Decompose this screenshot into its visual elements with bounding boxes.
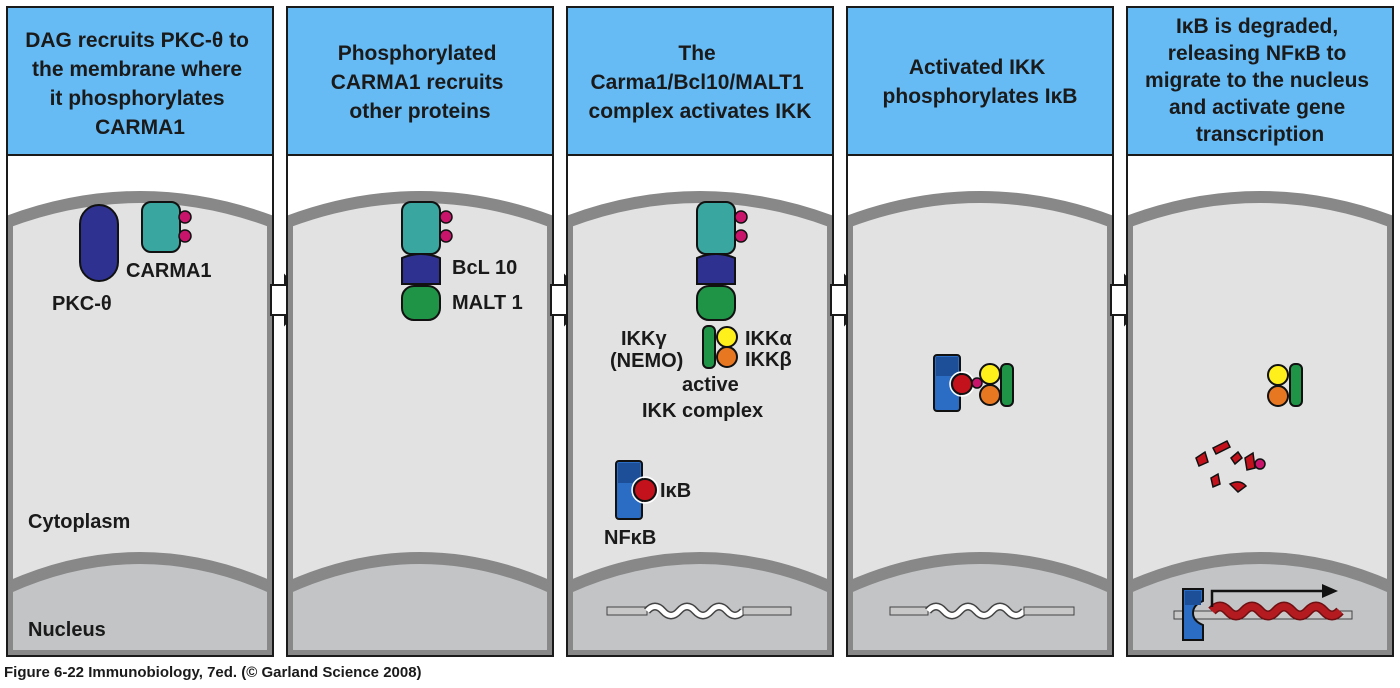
carma1-label: CARMA1 <box>126 260 212 282</box>
ikk-alpha-subunit <box>979 363 1001 385</box>
carma1-protein <box>401 201 441 255</box>
bcl10-protein <box>401 253 441 285</box>
panel-4: Activated IKK phosphorylates IκB <box>846 6 1114 657</box>
phosphate-icon <box>439 210 453 224</box>
panel-header <box>6 6 274 156</box>
phosphate-icon <box>439 229 453 243</box>
ikb-protein <box>633 478 657 502</box>
active-label: active <box>682 374 739 396</box>
ikk-beta-label: IKKβ <box>745 349 792 371</box>
panel-header <box>846 6 1114 156</box>
phosphate-icon <box>1254 458 1266 470</box>
panel-5: IκB is degraded, releasing NFκB to migra… <box>1126 6 1394 657</box>
bcl10-label: BcL 10 <box>452 257 517 279</box>
nemo-label: (NEMO) <box>610 350 683 372</box>
ikk-alpha-subunit <box>716 326 738 348</box>
bcl10-protein <box>696 253 736 285</box>
carma1-protein <box>696 201 736 255</box>
panel-title: The Carma1/Bcl10/MALT1 complex activates… <box>589 42 812 123</box>
ikb-protein <box>951 373 973 395</box>
ikk-complex-label: IKK complex <box>642 400 763 422</box>
dna-strand <box>606 602 792 620</box>
degraded-ikb-fragments <box>1195 439 1266 493</box>
panel-title: IκB is degraded, releasing NFκB to migra… <box>1145 15 1375 146</box>
ikk-beta-subunit <box>1267 385 1289 407</box>
pkc-label: PKC-θ <box>52 293 112 315</box>
panel-1: DAG recruits PKC-θ to the membrane where… <box>6 6 274 657</box>
carma1-protein <box>141 201 181 253</box>
transcription-arrow-icon <box>1210 584 1338 607</box>
nemo-subunit <box>1289 363 1303 407</box>
cytoplasm-label: Cytoplasm <box>28 511 130 533</box>
pkc-theta-protein <box>79 204 119 282</box>
nemo-subunit <box>702 325 716 369</box>
ikb-label: IκB <box>660 480 691 502</box>
ikk-beta-subunit <box>716 346 738 368</box>
ikk-alpha-subunit <box>1267 364 1289 386</box>
dna-strand <box>889 602 1075 620</box>
phosphate-icon <box>734 229 748 243</box>
panel-3: The Carma1/Bcl10/MALT1 complex activates… <box>566 6 834 657</box>
panel-header <box>566 6 834 156</box>
phosphate-icon <box>734 210 748 224</box>
ikk-gamma-label: IKKγ <box>621 328 667 350</box>
panel-title: Activated IKK phosphorylates IκB <box>883 56 1078 108</box>
ikk-beta-subunit <box>979 384 1001 406</box>
malt1-protein <box>401 285 441 321</box>
figure-caption: Figure 6-22 Immunobiology, 7ed. (© Garla… <box>4 664 422 681</box>
nucleus-label: Nucleus <box>28 619 106 641</box>
panel-title: DAG recruits PKC-θ to the membrane where… <box>25 29 255 139</box>
phosphate-icon <box>971 377 983 389</box>
nemo-subunit <box>1000 363 1014 407</box>
malt1-protein <box>696 285 736 321</box>
malt1-label: MALT 1 <box>452 292 523 314</box>
nfkb-label: NFκB <box>604 527 656 549</box>
panel-title: Phosphorylated CARMA1 recruits other pro… <box>331 42 510 123</box>
panel-header <box>286 6 554 156</box>
panel-2: Phosphorylated CARMA1 recruits other pro… <box>286 6 554 657</box>
dna-strand <box>1173 601 1353 621</box>
ikk-alpha-label: IKKα <box>745 328 792 350</box>
phosphate-icon <box>178 210 192 224</box>
phosphate-icon <box>178 229 192 243</box>
